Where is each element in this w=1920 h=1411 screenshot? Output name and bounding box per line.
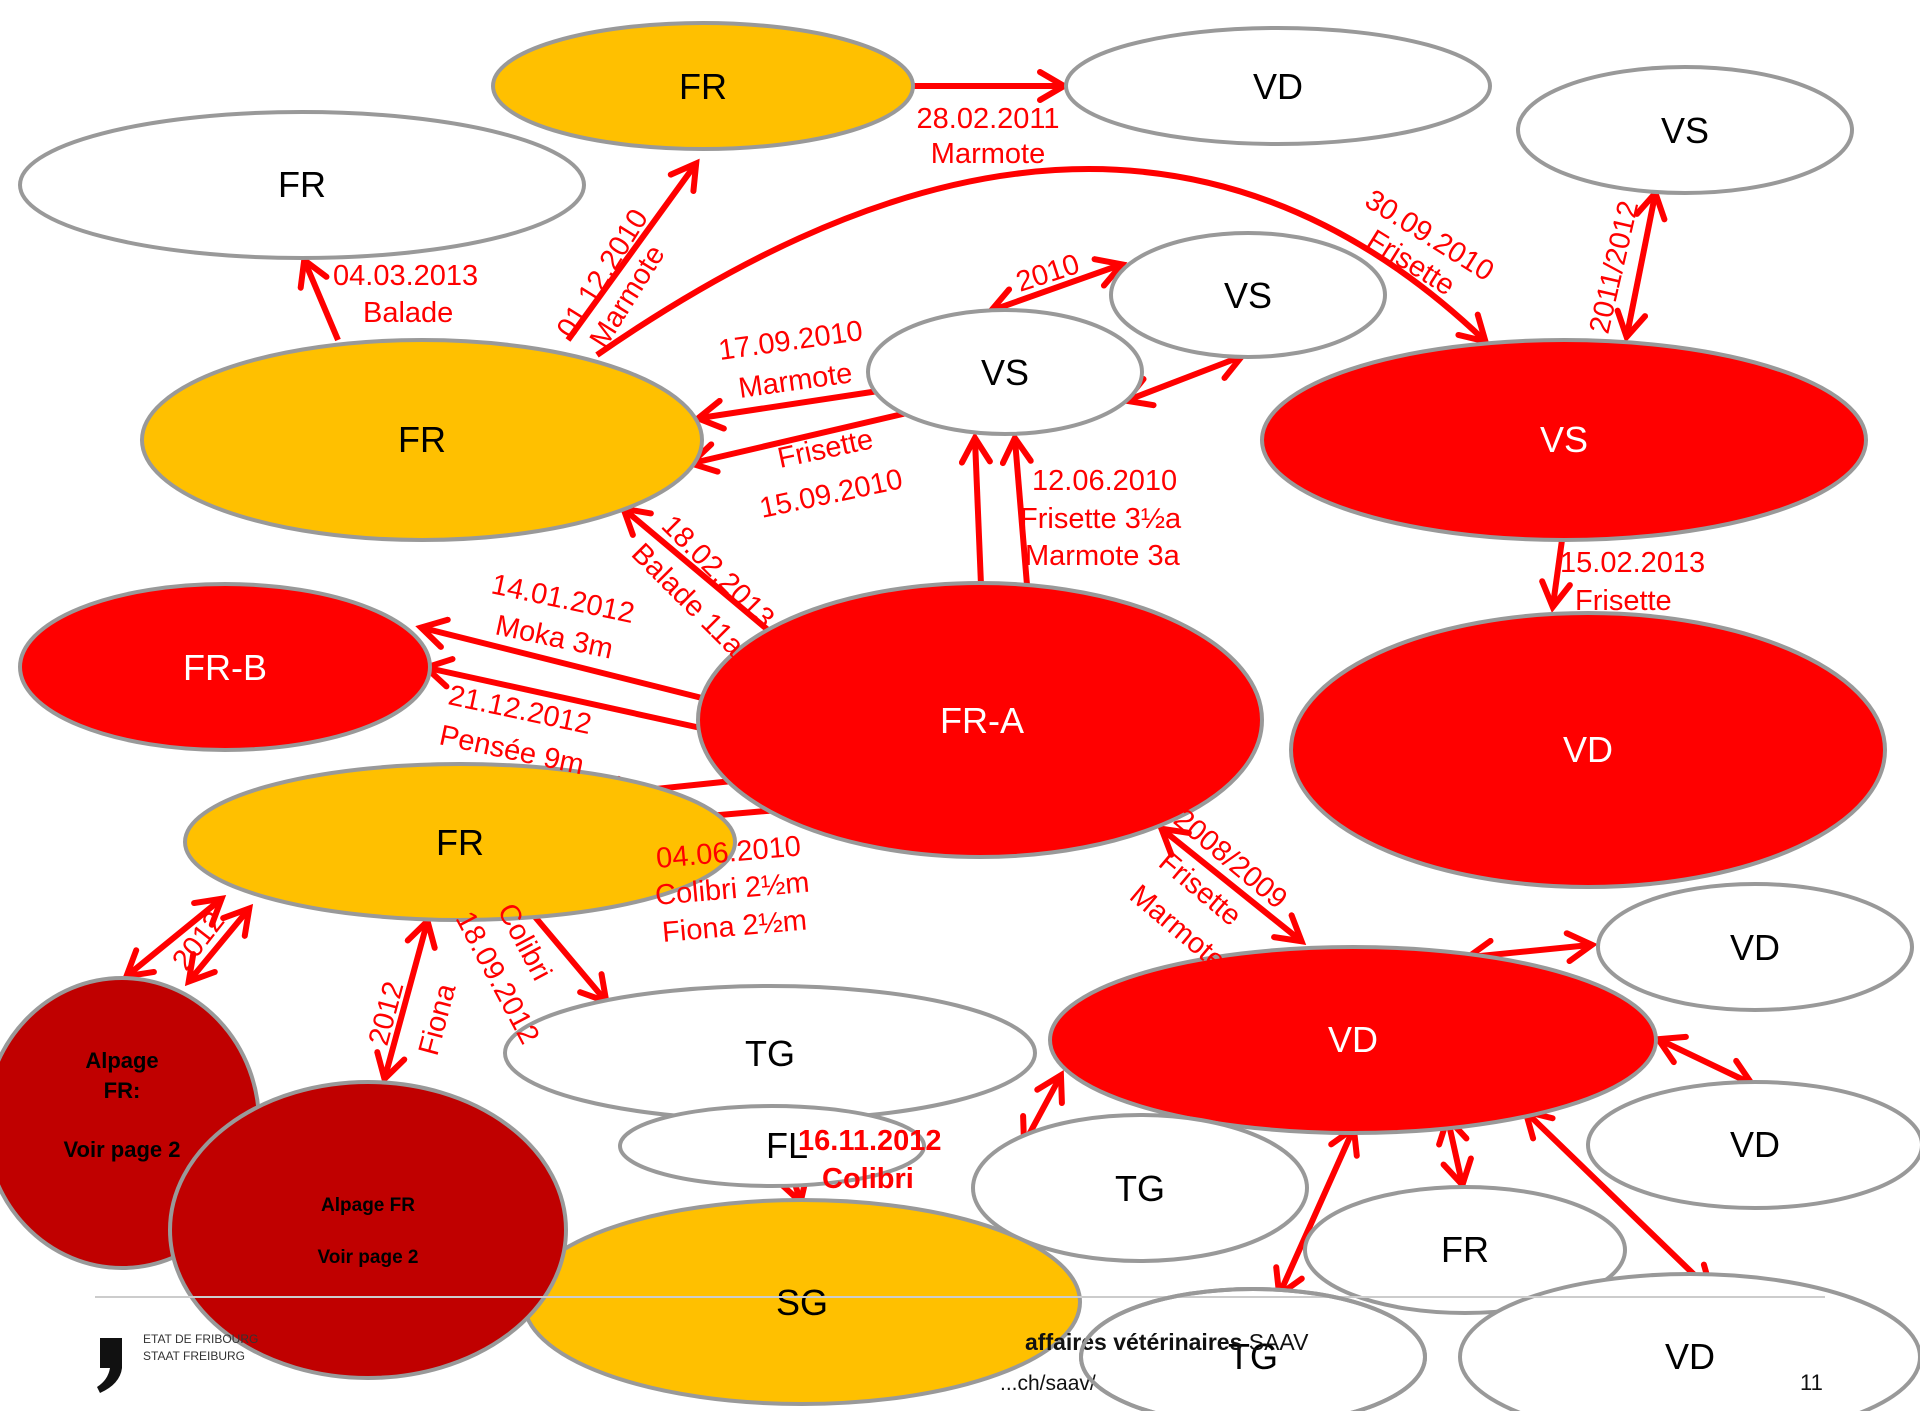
node-vs-mid [1109,231,1387,359]
label-fr-low: FR [1441,1229,1489,1270]
logo-line2: STAAT FREIBURG [143,1349,245,1363]
edge-vd-mid-vd-right2 [1652,1033,1758,1090]
label-vd-right1: VD [1730,927,1780,968]
edge-fr-low-alpage1-2 [184,903,254,987]
edge-label-e9-line3: Marmote 3a [1025,540,1181,572]
node-fr-orange-low [183,762,737,922]
label-vs-mid: VS [1224,275,1272,316]
edge-fra-to-vs-1 [958,432,993,586]
edge-fra-to-frb-2 [420,656,711,733]
node-labels: FR VD FR VS VS VS FR VS FR-B FR-A VD FR … [64,66,1780,1377]
edge-fra-to-fr-mid [618,504,770,633]
node-vs-center [866,308,1144,436]
edge-label-e3-date: 04.03.2013 [333,260,478,292]
edge-label-e9-date: 12.06.2010 [1032,465,1177,497]
edge-label-e17-name: Fiona [413,980,463,1059]
label-alpage1-line1: Alpage [85,1048,158,1073]
label-tg-mid: TG [745,1033,795,1074]
edge-vs-center-vs-mid-lower [1120,348,1248,409]
node-fr-left-top [18,110,586,260]
label-alpage1-line3: Voir page 2 [64,1137,181,1162]
node-vs-top-right [1516,65,1854,195]
node-fr-orange-mid [140,338,704,542]
node-tg-low [971,1113,1309,1263]
node-fl [618,1104,926,1188]
node-vs-red [1260,338,1868,542]
node-tg-bottom-front [1079,1287,1427,1411]
edge-label-e5-year: 2011/2012 [1584,198,1646,337]
edge-label-e9-line2: Frisette 3½a [1020,503,1182,535]
edge-fra-vd-mid [1156,825,1307,945]
fribourg-logo-icon [97,1338,122,1393]
label-fr-top: FR [679,66,727,107]
edge-vs-to-fr-lower [685,410,908,475]
edge-label-e14-line3: Fiona 2½m [661,904,808,949]
edge-vs-red-to-vd [1539,539,1573,613]
edge-vs-center-vs-mid-upper [985,256,1128,319]
label-fl: FL [766,1125,808,1166]
edge-label-e1-name: Marmote [931,138,1045,170]
node-fr-b [18,582,432,752]
label-fr-a: FR-A [940,700,1024,741]
label-vd-bottom: VD [1665,1336,1715,1377]
edge-fra-to-vs-2 [999,432,1034,586]
edge-label-e10-name: Frisette [1575,585,1672,617]
node-fr-low [1303,1185,1627,1315]
label-vs-red: VS [1540,419,1588,460]
label-vd-right2: VD [1730,1124,1780,1165]
label-alpage2-line2: Voir page 2 [317,1247,418,1268]
footer-org: affaires vétérinaires SAAV [1025,1329,1309,1355]
label-fr-orange-mid: FR [398,419,446,460]
page-number: 11 [1800,1370,1823,1395]
label-vd-red-mid: VD [1328,1019,1378,1060]
edge-fr-mid-to-fr-left [297,254,341,342]
edge-fr-mid-to-vs-red-curve [595,166,1490,358]
edge-label-e8-date: 15.09.2010 [757,463,906,524]
label-fr-orange-low: FR [436,822,484,863]
edge-fr-mid-to-fr-top [565,158,700,342]
edge-vd-mid-fr-low [1436,1112,1474,1191]
node-vd-red-big [1289,611,1887,889]
edge-label-e10-date: 15.02.2013 [1560,547,1705,579]
label-vd-top: VD [1253,66,1303,107]
node-vd-right2 [1586,1080,1920,1210]
edge-label-e19-name: Colibri [822,1163,914,1195]
node-vd-red-mid [1048,945,1658,1135]
label-vd-red-big: VD [1563,729,1613,770]
edge-vd-mid-vd-right1 [1462,930,1598,972]
nodes [0,21,1920,1411]
label-tg-low: TG [1115,1168,1165,1209]
edge-vd-mid-tg-bottom [1273,1122,1360,1301]
node-fr-a [696,581,1264,859]
label-fr-b: FR-B [183,647,267,688]
logo-line1: ETAT DE FRIBOURG [143,1332,258,1346]
node-vd-top [1064,26,1492,146]
node-alpage2 [168,1080,568,1380]
edge-label-e19-date: 16.11.2012 [798,1125,942,1157]
edge-vd-mid-vd-bottom [1521,1107,1716,1296]
node-vd-right1 [1596,882,1914,1012]
edge-vs-top-vs-red [1614,187,1668,343]
label-tg-bottom: TG [1228,1336,1278,1377]
footer-org-suffix: SAAV [1242,1329,1309,1355]
footer-url[interactable]: ...ch/saav/ [1000,1372,1096,1395]
label-vs-top-right: VS [1661,110,1709,151]
edge-fr-low-alpage2 [374,915,438,1085]
node-vd-bottom [1458,1272,1920,1411]
label-vs-center: VS [981,352,1029,393]
node-fr-top [491,21,915,151]
edge-label-e3-name: Balade [363,297,453,329]
label-alpage2-line1: Alpage FR [321,1195,415,1216]
edge-vs-to-fr-upper [692,387,886,432]
edge-label-e1-date: 28.02.2011 [917,103,1060,135]
foreground-nodes [1079,1287,1427,1411]
edge-fr-low-to-tg [522,903,611,1007]
footer-org-bold: affaires vétérinaires [1025,1329,1242,1355]
label-fr-left-top: FR [278,164,326,205]
edge-fra-to-frb-1 [415,616,711,703]
footer: ETAT DE FRIBOURG STAAT FREIBURG affaires… [95,1296,1825,1395]
label-alpage1-line2: FR: [104,1078,141,1103]
label-sg: SG [776,1282,828,1323]
